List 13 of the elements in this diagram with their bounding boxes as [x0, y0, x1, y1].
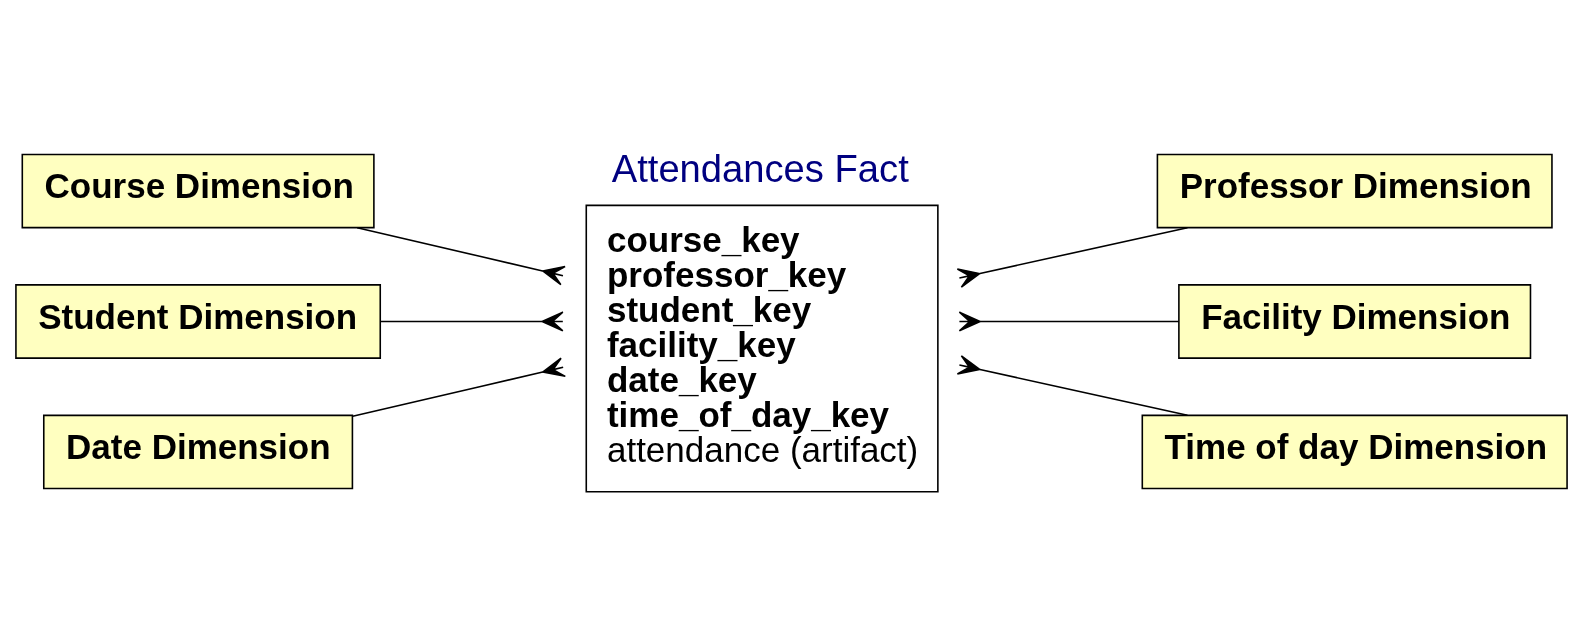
- connector: [956, 355, 1189, 417]
- connector: [956, 226, 1189, 288]
- connector: [379, 311, 564, 332]
- connector: [958, 311, 1180, 332]
- node-box: Date Dimension: [42, 414, 354, 490]
- node-box: Facility Dimension: [1178, 284, 1532, 359]
- node-box: Time of day Dimension: [1141, 414, 1568, 490]
- node-label: Attendances Fact: [611, 146, 909, 190]
- node-box: Course Dimension: [21, 153, 375, 229]
- node-box: Professor Dimension: [1156, 153, 1553, 229]
- connector: [356, 226, 566, 286]
- connector: [351, 357, 567, 418]
- node-box: Student Dimension: [15, 284, 382, 359]
